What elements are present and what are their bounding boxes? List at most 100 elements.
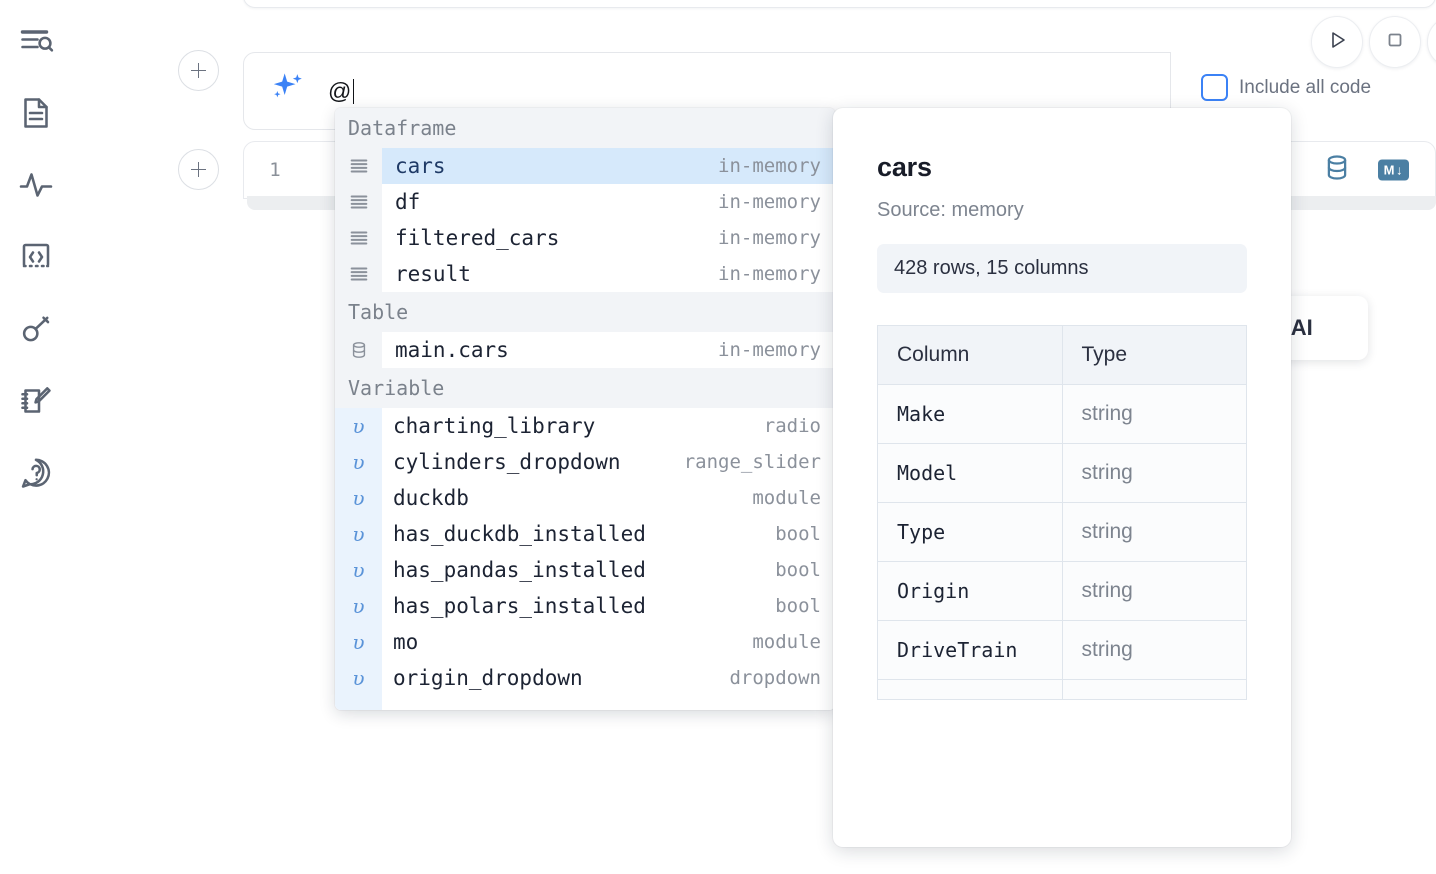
- scratchpad-icon: [18, 383, 54, 419]
- schema-column-name: Origin: [877, 561, 1063, 621]
- markdown-badge[interactable]: M↓: [1377, 159, 1409, 181]
- dataframe-icon: [335, 220, 382, 256]
- autocomplete-item-type: in-memory: [718, 191, 821, 213]
- markdown-badge-arrow: ↓: [1396, 162, 1403, 178]
- autocomplete-item-type: range_slider: [683, 451, 821, 473]
- sparkle-icon: [268, 69, 308, 114]
- stop-button[interactable]: [1369, 16, 1421, 68]
- sidebar-item-help[interactable]: [13, 450, 59, 496]
- autocomplete-item-name: has_polars_installed: [393, 594, 646, 618]
- details-title: cars: [877, 152, 932, 182]
- dataframe-icon: [335, 256, 382, 292]
- autocomplete-item-type: bool: [775, 595, 821, 617]
- details-source: Source: memory: [877, 199, 1024, 221]
- schema-column-name: Make: [877, 384, 1063, 444]
- markdown-badge-letter: M: [1383, 162, 1395, 178]
- include-all-code-row[interactable]: Include all code: [1201, 74, 1371, 101]
- code-icon: [18, 239, 54, 275]
- autocomplete-item-name: main.cars: [395, 338, 509, 362]
- schema-column-type: string: [1061, 561, 1247, 621]
- autocomplete-item-type: bool: [775, 523, 821, 545]
- sidebar-item-scratchpad[interactable]: [13, 378, 59, 424]
- schema-column-type: [1061, 679, 1247, 700]
- dataframe-icon: [335, 148, 382, 184]
- autocomplete-item[interactable]: υ has_polars_installed bool: [335, 588, 835, 624]
- sidebar-rail: [0, 0, 72, 874]
- variable-icon: υ: [335, 480, 382, 516]
- activity-icon: [18, 167, 54, 203]
- sidebar-item-activity[interactable]: [13, 162, 59, 208]
- variable-icon: υ: [335, 588, 382, 624]
- sidebar-item-secrets[interactable]: [13, 306, 59, 352]
- autocomplete-item[interactable]: filtered_cars in-memory: [335, 220, 835, 256]
- autocomplete-item-name: mo: [393, 630, 419, 654]
- schema-column-name: DriveTrain: [877, 620, 1063, 680]
- sidebar-item-snippets[interactable]: [13, 234, 59, 280]
- details-stats-badge: 428 rows, 15 columns: [877, 244, 1247, 293]
- variable-icon: υ: [335, 660, 382, 696]
- schema-column-name: [877, 679, 1063, 700]
- explore-icon: [18, 23, 54, 59]
- database-icon[interactable]: [1322, 153, 1352, 188]
- help-icon: [18, 455, 54, 491]
- table-icon: [335, 332, 382, 368]
- autocomplete-item-type: in-memory: [718, 263, 821, 285]
- autocomplete-item-type: radio: [763, 415, 821, 437]
- autocomplete-item[interactable]: υ has_duckdb_installed bool: [335, 516, 835, 552]
- autocomplete-item-name: duckdb: [393, 486, 469, 510]
- include-all-code-checkbox[interactable]: [1201, 74, 1228, 101]
- autocomplete-item[interactable]: df in-memory: [335, 184, 835, 220]
- include-all-code-label: Include all code: [1239, 76, 1372, 98]
- autocomplete-item-clipped[interactable]: υ: [335, 696, 835, 710]
- line-number: 1: [269, 159, 281, 181]
- dataframe-details-panel: cars Source: memory 428 rows, 15 columns…: [833, 108, 1291, 847]
- sidebar-item-explore[interactable]: [13, 18, 59, 64]
- autocomplete-item-name: filtered_cars: [395, 226, 560, 250]
- ai-prompt-value: @: [328, 77, 352, 104]
- variable-icon: υ: [335, 516, 382, 552]
- more-actions-button[interactable]: [1427, 16, 1436, 68]
- autocomplete-item-type: module: [752, 487, 821, 509]
- variable-icon: υ: [335, 408, 382, 444]
- sidebar-item-notebook[interactable]: [13, 90, 59, 136]
- autocomplete-item-name: cylinders_dropdown: [393, 450, 621, 474]
- add-cell-below-button[interactable]: [178, 149, 219, 190]
- autocomplete-item-name: origin_dropdown: [393, 666, 583, 690]
- autocomplete-group-header: Variable: [335, 368, 835, 408]
- autocomplete-item-name: df: [395, 190, 421, 214]
- schema-column-name: Model: [877, 443, 1063, 503]
- autocomplete-item-type: in-memory: [718, 227, 821, 249]
- document-icon: [18, 95, 54, 131]
- ai-prompt-input[interactable]: @: [328, 53, 1170, 129]
- autocomplete-group-header: Table: [335, 292, 835, 332]
- header-type: Type: [1061, 325, 1247, 385]
- variable-icon: υ: [335, 552, 382, 588]
- play-icon: [1325, 28, 1349, 57]
- autocomplete-item-name: has_duckdb_installed: [393, 522, 646, 546]
- schema-column-type: string: [1061, 502, 1247, 562]
- autocomplete-item-type: in-memory: [718, 155, 821, 177]
- run-button[interactable]: [1311, 16, 1363, 68]
- variable-icon: υ: [335, 624, 382, 660]
- schema-column-type: string: [1061, 620, 1247, 680]
- cell-actions: M↓: [1322, 153, 1409, 188]
- add-cell-above-button[interactable]: [178, 50, 219, 91]
- schema-column-type: string: [1061, 443, 1247, 503]
- autocomplete-item-name: has_pandas_installed: [393, 558, 646, 582]
